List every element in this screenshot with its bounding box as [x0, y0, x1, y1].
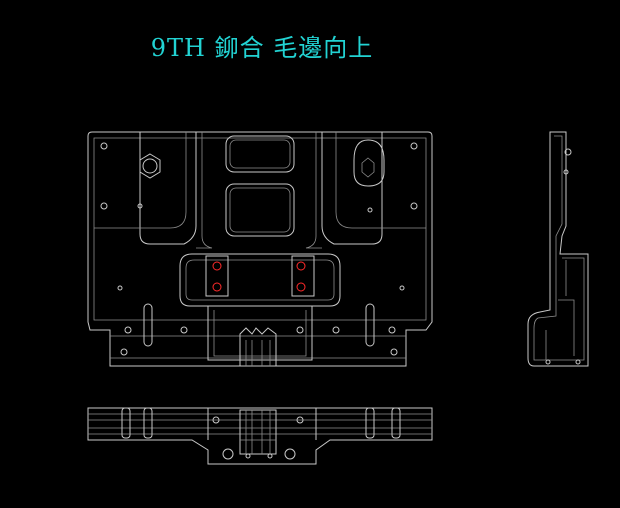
side-view: [527, 131, 589, 367]
front-outline: [87, 131, 433, 367]
side-hole: [575, 359, 581, 365]
upper-slot: [225, 135, 295, 173]
bottom-hole: [296, 416, 304, 424]
bottom-pocket: [179, 253, 341, 307]
channel-inner-l: [196, 132, 213, 249]
bottom-tab: [207, 408, 317, 440]
center-channel: [139, 132, 197, 245]
bottom-inner: [88, 413, 432, 435]
center-tab: [207, 306, 313, 361]
right-oval-boss: [353, 139, 385, 187]
flange-line: [110, 335, 406, 359]
mount-hole: [390, 348, 398, 356]
mount-hole: [410, 202, 418, 210]
pad-left: [205, 255, 229, 297]
bottom-hole: [222, 448, 234, 460]
bottom-slot: [365, 407, 375, 439]
mount-hole: [180, 326, 188, 334]
side-hole: [545, 359, 551, 365]
flange-slot: [365, 303, 375, 347]
mount-hole: [332, 326, 340, 334]
side-hole: [563, 169, 569, 175]
connector: [239, 327, 277, 367]
bottom-hole: [267, 453, 273, 459]
left-recess: [94, 132, 187, 229]
hex-boss-hole: [142, 158, 158, 174]
middle-slot: [225, 183, 295, 237]
mount-hole: [117, 285, 123, 291]
pad-right: [291, 255, 315, 297]
side-outline: [527, 131, 589, 367]
bottom-hole: [284, 448, 296, 460]
upper-slot-inner: [229, 139, 291, 169]
mount-hole: [100, 142, 108, 150]
side-inner: [533, 135, 585, 361]
red-hole: [212, 282, 222, 292]
bottom-outline: [87, 407, 433, 465]
right-recess: [335, 132, 426, 229]
red-hole: [296, 282, 306, 292]
bottom-hole: [212, 416, 220, 424]
mount-hole: [296, 326, 304, 334]
bottom-pocket-inner: [185, 259, 335, 301]
mount-hole: [100, 202, 108, 210]
mount-hole: [388, 326, 396, 334]
bottom-slot: [143, 407, 153, 439]
middle-slot-inner: [229, 187, 291, 233]
red-hole: [296, 261, 306, 271]
mount-hole: [367, 207, 373, 213]
front-outline-inner: [93, 137, 427, 321]
side-hole: [564, 148, 572, 156]
center-tab-inner: [213, 310, 307, 357]
red-hole: [212, 261, 222, 271]
bottom-connector-lines: [240, 410, 276, 454]
mount-hole: [120, 348, 128, 356]
mount-hole: [137, 203, 143, 209]
mount-hole: [399, 285, 405, 291]
bottom-slot: [121, 407, 131, 439]
bottom-hole: [245, 453, 251, 459]
bottom-connector: [239, 409, 277, 455]
channel-inner-r: [305, 132, 322, 249]
mount-hole: [124, 326, 132, 334]
front-view: [87, 131, 433, 367]
bottom-view: [87, 407, 433, 465]
bottom-slot: [391, 407, 401, 439]
drawing-title: 9TH 鉚合 毛邊向上: [150, 34, 374, 62]
mount-hole: [410, 142, 418, 150]
center-channel-r: [321, 132, 383, 245]
flange-slot: [143, 303, 153, 347]
right-oval-hex: [361, 157, 375, 178]
connector-lines: [245, 340, 271, 366]
side-detail: [545, 260, 575, 360]
hex-boss: [139, 153, 161, 179]
